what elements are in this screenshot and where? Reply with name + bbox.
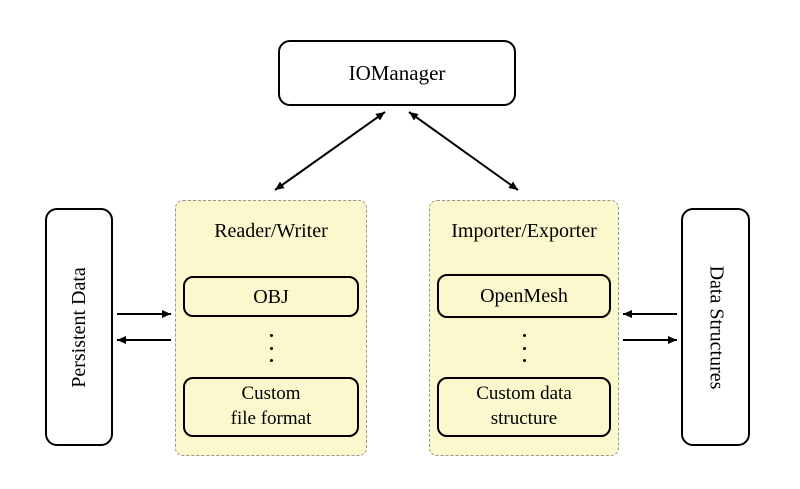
iomanager-label: IOManager (348, 60, 446, 85)
data-structures-label: Data Structures (705, 265, 728, 389)
custom-file-format-label: Custom file format (230, 383, 312, 429)
openmesh-box: OpenMesh (437, 274, 611, 318)
importer-exporter-group (429, 200, 619, 456)
arrow-iomanager-readerwriter (274, 111, 386, 191)
vertical-ellipsis-icon (429, 334, 619, 362)
persistent-data-box: Persistent Data (45, 208, 113, 446)
importer-exporter-title: Importer/Exporter (451, 220, 597, 242)
arrow-iomanager-importerexporter (408, 111, 519, 191)
custom-file-format-box: Custom file format (183, 377, 359, 437)
vertical-ellipsis-icon (175, 334, 367, 362)
custom-data-structure-box: Custom data structure (437, 377, 611, 437)
data-structures-box: Data Structures (681, 208, 750, 446)
obj-box: OBJ (183, 276, 359, 317)
custom-data-structure-label: Custom data structure (476, 383, 572, 429)
reader-writer-group (175, 200, 367, 456)
obj-label: OBJ (253, 285, 289, 308)
openmesh-label: OpenMesh (480, 285, 568, 307)
iomanager-box: IOManager (278, 40, 516, 106)
reader-writer-title: Reader/Writer (214, 220, 328, 242)
persistent-data-label: Persistent Data (67, 266, 90, 388)
